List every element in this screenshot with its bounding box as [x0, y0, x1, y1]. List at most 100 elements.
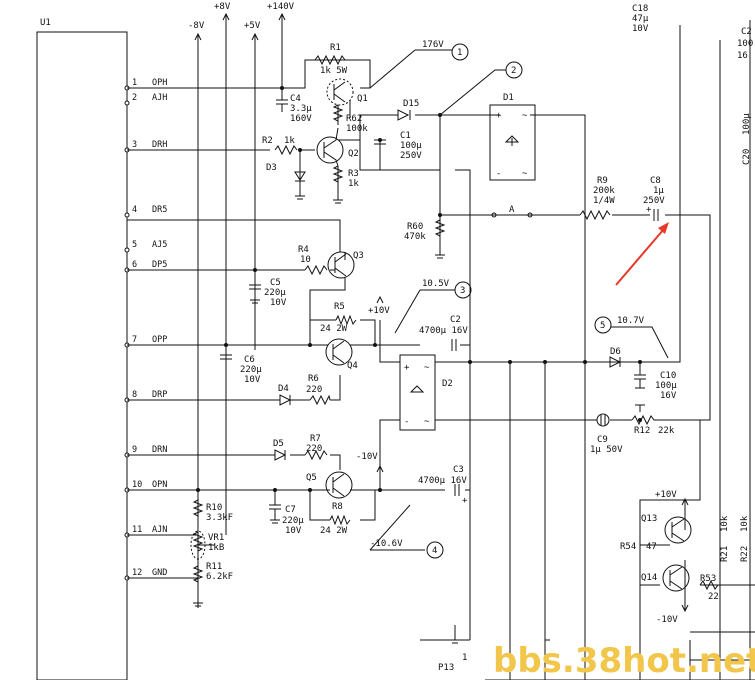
- svg-text:C18: C18: [632, 4, 648, 14]
- svg-text:1kB: 1kB: [208, 543, 224, 553]
- transistor-q2: Q2: [316, 127, 359, 167]
- ic-pin-number: 2: [132, 93, 137, 103]
- rail-pos5v-label: +5V: [244, 21, 261, 31]
- svg-text:100k: 100k: [346, 124, 368, 134]
- voltage-labels: 176V 10.5V 10.7V -10.6V -10V +10V +10V -…: [356, 40, 689, 625]
- svg-text:R9: R9: [597, 176, 608, 186]
- svg-text:47: 47: [646, 542, 657, 552]
- svg-text:~: ~: [522, 111, 528, 121]
- ic-pin-number: 9: [132, 445, 137, 455]
- transistor-q3: Q3: [327, 251, 364, 279]
- svg-text:Q3: Q3: [353, 251, 364, 261]
- svg-text:C2: C2: [741, 27, 752, 37]
- resistor-r22: R22 10k: [740, 515, 750, 562]
- rail-pos140v-label: +140V: [267, 2, 295, 12]
- svg-text:176V: 176V: [422, 40, 444, 50]
- svg-text:10V: 10V: [270, 298, 287, 308]
- svg-text:R3: R3: [348, 169, 359, 179]
- svg-text:220µ: 220µ: [264, 288, 286, 298]
- svg-text:+10V: +10V: [368, 306, 390, 316]
- svg-text:C10: C10: [660, 371, 676, 381]
- svg-text:10k: 10k: [740, 515, 750, 532]
- svg-text:R6: R6: [308, 374, 319, 384]
- transistor-q13: Q13: [641, 514, 692, 544]
- svg-text:1k: 1k: [284, 136, 295, 146]
- ic-pin-number: 11: [132, 525, 142, 535]
- svg-text:+10V: +10V: [655, 490, 677, 500]
- rail-pos5v: +5V: [244, 21, 261, 350]
- svg-text:Q13: Q13: [641, 514, 657, 524]
- resistor-r21: R21 10k: [720, 515, 730, 562]
- svg-text:P13: P13: [438, 663, 454, 673]
- resistor-r11: R11 6.2kF: [192, 562, 233, 607]
- capacitor-c1: C1 100µ 250V: [374, 131, 422, 161]
- svg-text:1µ: 1µ: [653, 186, 664, 196]
- svg-text:-: -: [404, 417, 409, 427]
- annotation-arrow: [615, 222, 669, 286]
- ic-pin-number: 5: [132, 240, 137, 250]
- capacitor-c4: C4 3.3µ 160V: [276, 92, 312, 124]
- rail-pos8v: +8V: [214, 2, 231, 535]
- svg-text:C4: C4: [290, 94, 301, 104]
- svg-text:R12: R12: [634, 426, 650, 436]
- svg-text:1: 1: [457, 48, 462, 58]
- ic-pin-number: 1: [132, 78, 137, 88]
- ic-u1: U1: [36, 18, 128, 680]
- svg-text:R62: R62: [346, 114, 362, 124]
- ic-pin-number: 8: [132, 390, 137, 400]
- svg-text:100: 100: [737, 39, 753, 49]
- svg-text:D2: D2: [442, 379, 453, 389]
- ic-pin-name: AJN: [152, 525, 167, 535]
- resistor-r1: R1 1k 5W: [314, 43, 348, 76]
- svg-text:4: 4: [432, 546, 437, 556]
- svg-text:10: 10: [300, 255, 311, 265]
- callout-5: 5: [594, 316, 612, 334]
- svg-text:C7: C7: [285, 505, 296, 515]
- bridge-d1: D1 +~ -~: [489, 93, 536, 181]
- svg-text:R7: R7: [310, 434, 321, 444]
- svg-text:1µ 50V: 1µ 50V: [590, 445, 623, 455]
- svg-text:+: +: [646, 205, 652, 215]
- svg-text:R22: R22: [740, 546, 750, 562]
- svg-text:Q1: Q1: [357, 94, 368, 104]
- connector-p13: P13 1: [438, 625, 755, 680]
- svg-text:R53: R53: [700, 574, 716, 584]
- svg-text:C6: C6: [244, 355, 255, 365]
- svg-text:C9: C9: [597, 435, 608, 445]
- svg-text:100µ: 100µ: [742, 113, 752, 135]
- svg-text:C1: C1: [400, 131, 411, 141]
- svg-text:4700µ 16V: 4700µ 16V: [418, 476, 467, 486]
- svg-text:100µ: 100µ: [400, 141, 422, 151]
- ic-pin-11: 11 AJN: [124, 525, 167, 538]
- svg-text:3.3µ: 3.3µ: [290, 104, 312, 114]
- svg-text:-10.6V: -10.6V: [370, 539, 403, 549]
- ic-pin-name: DP5: [152, 260, 167, 270]
- svg-text:A: A: [509, 205, 515, 215]
- capacitor-c2x: C2 100 16: [737, 27, 753, 61]
- resistor-r53: R53 22: [699, 574, 719, 602]
- svg-text:+: +: [462, 496, 468, 506]
- svg-text:47µ: 47µ: [632, 14, 649, 24]
- wires: [127, 20, 755, 680]
- svg-text:R8: R8: [332, 502, 343, 512]
- ic-pin-number: 12: [132, 568, 142, 578]
- svg-text:D5: D5: [273, 439, 284, 449]
- svg-text:22: 22: [708, 592, 719, 602]
- ic-pin-name: DRH: [152, 140, 167, 150]
- svg-text:16: 16: [737, 51, 748, 61]
- capacitor-c20: C20 100µ: [742, 113, 752, 165]
- svg-text:C5: C5: [270, 278, 281, 288]
- ic-pin-name: DRP: [152, 390, 167, 400]
- svg-text:3: 3: [460, 286, 465, 296]
- svg-text:1: 1: [462, 653, 467, 663]
- resistor-r12: R12 22k: [631, 404, 675, 436]
- svg-text:D6: D6: [610, 347, 621, 357]
- capacitor-c3: C3 4700µ 16V +: [418, 465, 468, 506]
- svg-text:200k: 200k: [593, 186, 615, 196]
- diode-d6: D6: [609, 347, 622, 368]
- ic-pin-name: AJH: [152, 93, 167, 103]
- rail-neg8v: -8V: [188, 21, 205, 608]
- transistor-q1: Q1: [326, 78, 368, 106]
- svg-text:R11: R11: [206, 562, 222, 572]
